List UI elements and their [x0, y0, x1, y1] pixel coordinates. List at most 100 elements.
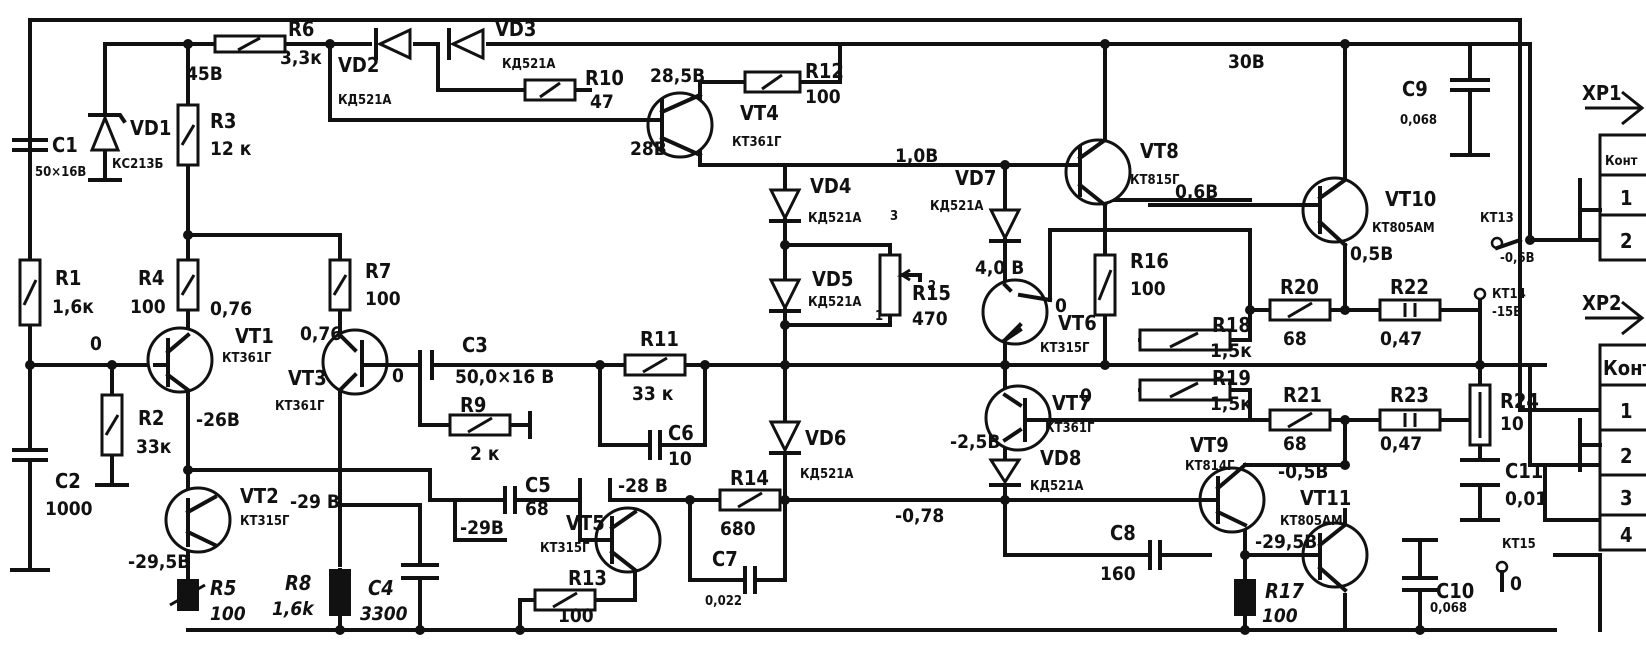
- capacitor-c2: [12, 448, 48, 462]
- resistor-r2-slash: [104, 414, 120, 436]
- xp1-mount: [1578, 178, 1602, 242]
- r15-wiper: [896, 268, 920, 282]
- wire-c7: [688, 498, 787, 582]
- transistor-vt1-leads: [153, 332, 191, 393]
- label-ref-vt2: VT2: [240, 484, 279, 508]
- resistor-r4-slash: [180, 274, 196, 296]
- diode-vd8-tri: [988, 458, 1022, 485]
- label-ref-r9: R9: [460, 393, 486, 417]
- junction: [1000, 495, 1010, 505]
- label-ref-r11: R11: [640, 327, 679, 351]
- connector-xp1: [1598, 133, 1646, 262]
- xp2-header: Конт: [1603, 356, 1646, 380]
- capacitor-c11: [1460, 458, 1500, 522]
- transistor-vt4-leads: [638, 92, 703, 158]
- xp2-pin-3: 3: [1620, 486, 1633, 510]
- kt14-value: -15В: [1492, 305, 1522, 320]
- junction: [1525, 235, 1535, 245]
- label-ref-r1: R1: [55, 266, 81, 290]
- label-ref-r4: R4: [138, 266, 164, 290]
- node-voltage: -26В: [196, 409, 240, 431]
- resistor-r17-trimmer: [1234, 579, 1256, 616]
- label-value-r13: 100: [558, 605, 594, 627]
- label-value-c3: 50,0×16 В: [455, 366, 554, 388]
- node-voltage: -29,5В: [1255, 531, 1317, 553]
- node-voltage: 0: [1080, 385, 1092, 407]
- label-value-vt2: КТ315Г: [240, 514, 290, 529]
- label-ref-c6: C6: [668, 421, 694, 445]
- label-ref-c8: C8: [1110, 521, 1136, 545]
- label-value-c8: 160: [1100, 563, 1136, 585]
- label-ref-vd8: VD8: [1040, 446, 1081, 470]
- junction: [183, 465, 193, 475]
- connector-labels: XP1 Конт 1 2 XP2 Конт 1 2 3 4 КТ13 -0,6В…: [1480, 81, 1646, 552]
- xp1-header: Конт: [1605, 154, 1638, 169]
- resistor-r10-slash: [539, 81, 561, 99]
- junction: [780, 240, 790, 250]
- label-value-vt4: КТ361Г: [732, 135, 782, 150]
- capacitor-c4: [401, 563, 439, 580]
- component-labels: R1 1,6к R2 33к R3 12 к R4 100 R5 100 R6 …: [35, 17, 1547, 627]
- label-value-r4: 100: [130, 296, 166, 318]
- wire-vt5: [518, 478, 692, 632]
- label-value-c9: 0,068: [1400, 113, 1437, 128]
- node-voltage: -0,78: [895, 505, 944, 527]
- capacitor-c5: [503, 486, 517, 514]
- xp2-pin-2: 2: [1620, 444, 1633, 468]
- xp1-ref: XP1: [1582, 81, 1622, 105]
- kt13-value: -0,6В: [1500, 251, 1535, 266]
- label-value-vt1: КТ361Г: [222, 351, 272, 366]
- junction: [335, 625, 345, 635]
- resistor-r22: [1378, 298, 1442, 322]
- node-voltage: -2,5В: [950, 431, 1000, 453]
- label-ref-vd2: VD2: [338, 53, 379, 77]
- label-value-r23: 0,47: [1380, 433, 1422, 455]
- diode-vd2-tri: [376, 27, 412, 61]
- label-ref-vd6: VD6: [805, 426, 846, 450]
- node-voltage: 0,76: [210, 298, 252, 320]
- diode-vd7-tri: [988, 208, 1022, 242]
- label-ref-r20: R20: [1280, 275, 1319, 299]
- label-ref-vt10: VT10: [1385, 187, 1436, 211]
- capacitor-c3: [418, 350, 434, 380]
- label-value-c5: 68: [525, 498, 549, 520]
- node-voltage: 0: [1055, 295, 1067, 317]
- resistor-r21-slash: [1287, 411, 1313, 429]
- label-ref-vd7: VD7: [955, 166, 996, 190]
- transistor-vt9-leads: [1198, 462, 1248, 528]
- diode-vd6-tri: [768, 420, 802, 454]
- label-value-vt8: КТ815Г: [1130, 173, 1180, 188]
- label-ref-r13: R13: [568, 566, 607, 590]
- transistor-vt5: [578, 478, 662, 574]
- transistor-vt8-leads: [1048, 137, 1108, 208]
- xp1-arrow-icon: [1585, 90, 1645, 126]
- label-ref-r15: R15: [912, 281, 951, 305]
- label-value-r2: 33к: [136, 436, 172, 458]
- node-voltage: -29 В: [290, 491, 340, 513]
- label-value-r9: 2 к: [470, 443, 500, 465]
- label-ref-c11: C11: [1505, 459, 1543, 483]
- junction: [1475, 360, 1485, 370]
- label-ref-r23: R23: [1390, 383, 1429, 407]
- node-voltage: -0,5В: [1278, 461, 1328, 483]
- label-value-r22: 0,47: [1380, 328, 1422, 350]
- node-voltage: -28 В: [618, 475, 668, 497]
- label-value-vd7: КД521А: [930, 199, 983, 214]
- node-voltage: -29В: [460, 517, 504, 539]
- label-value-vt10: КТ805АМ: [1372, 221, 1435, 236]
- label-ref-c2: C2: [55, 469, 81, 493]
- label-value-r21: 68: [1283, 433, 1307, 455]
- wire-vd2-vt4: [328, 42, 642, 122]
- kt13-lead: [1494, 237, 1523, 251]
- resistor-r15-potentiometer: [878, 253, 902, 317]
- label-ref-vd1: VD1: [130, 116, 171, 140]
- junction: [1240, 550, 1250, 560]
- label-value-r17: 100: [1262, 605, 1298, 627]
- label-value-vt3: КТ361Г: [275, 399, 325, 414]
- junction: [25, 360, 35, 370]
- transistor-vt7: [984, 384, 1052, 452]
- transistor-vt4: [638, 91, 714, 159]
- xp2-ref: XP2: [1582, 291, 1622, 315]
- label-value-vd8: КД521А: [1030, 479, 1083, 494]
- label-ref-r16: R16: [1130, 249, 1169, 273]
